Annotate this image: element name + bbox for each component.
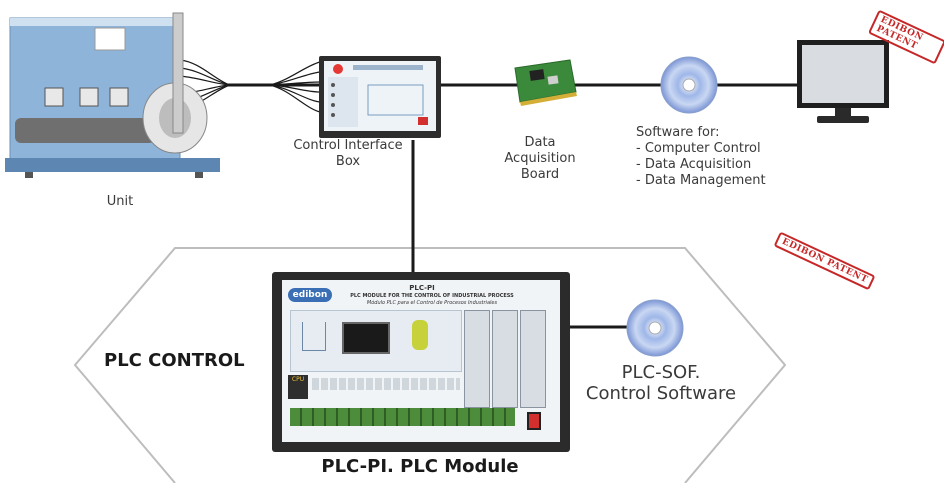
plc-control-label: PLC CONTROL bbox=[104, 350, 245, 371]
cpu-label: CPU bbox=[291, 376, 305, 383]
switch-row bbox=[312, 378, 460, 390]
io-module bbox=[492, 310, 518, 408]
software-cd-icon bbox=[660, 56, 718, 114]
plc-module: edibon PLC-PI PLC MODULE FOR THE CONTROL… bbox=[272, 272, 570, 452]
plc-hexagon bbox=[73, 247, 787, 483]
software-item: - Data Management bbox=[636, 173, 766, 188]
cpu-block: CPU bbox=[288, 375, 308, 399]
motor-graphic bbox=[412, 320, 428, 350]
software-item: - Data Acquisition bbox=[636, 157, 752, 172]
io-module bbox=[520, 310, 546, 408]
plc-panel: edibon PLC-PI PLC MODULE FOR THE CONTROL… bbox=[282, 280, 560, 442]
control-box-label: Control Interface Box bbox=[293, 138, 403, 169]
plc-panel-subtitle-en: PLC MODULE FOR THE CONTROL OF INDUSTRIAL… bbox=[350, 293, 514, 299]
plc-sof-label: PLC-SOF. Control Software bbox=[585, 362, 737, 404]
software-title: Software for: bbox=[636, 125, 720, 140]
edibon-logo: edibon bbox=[288, 288, 332, 302]
plc-module-label: PLC-PI. PLC Module bbox=[321, 456, 519, 477]
power-switch[interactable] bbox=[527, 412, 541, 430]
brand-text: edibon bbox=[292, 290, 328, 300]
software-label: Software for: - Computer Control - Data … bbox=[636, 125, 796, 189]
daq-board-image bbox=[514, 59, 577, 106]
terminal-row bbox=[290, 408, 515, 426]
plc-panel-subtitle-es: Módulo PLC para el Control de Procesos I… bbox=[366, 300, 498, 306]
io-module bbox=[464, 310, 490, 408]
daq-board-label: Data Acquisition Board bbox=[504, 135, 576, 182]
software-item: - Computer Control bbox=[636, 141, 761, 156]
unit-image bbox=[5, 12, 220, 178]
plc-panel-title: PLC-PI bbox=[409, 284, 435, 292]
unit-label: Unit bbox=[106, 194, 134, 209]
monitor-image bbox=[797, 40, 889, 123]
control-interface-box-image bbox=[319, 56, 441, 138]
tank-graphic bbox=[302, 322, 326, 351]
plc-display bbox=[342, 322, 390, 354]
plc-software-cd-icon bbox=[626, 299, 684, 357]
